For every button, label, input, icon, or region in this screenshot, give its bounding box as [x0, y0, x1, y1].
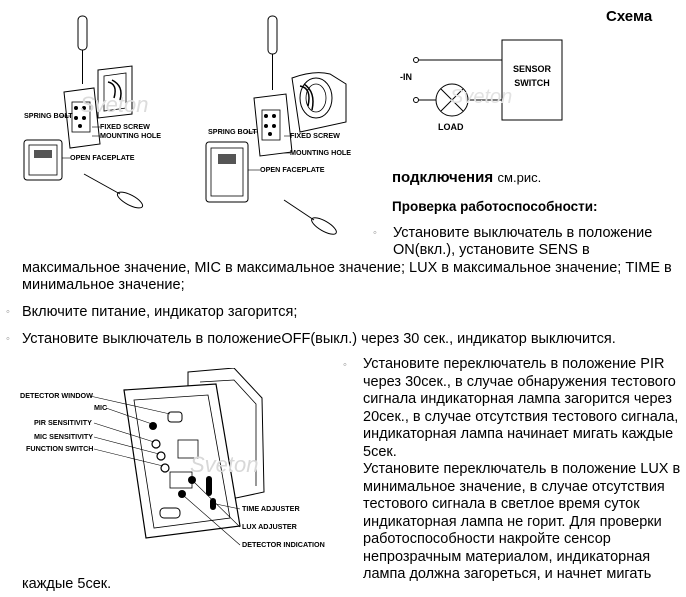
- check-item-1-line3: максимальное значение, MIC в максимально…: [22, 260, 672, 276]
- bullet: ◦: [6, 333, 10, 345]
- check-item-3: Установите выключатель в положениеOFF(вы…: [22, 331, 616, 347]
- mic-label: MIC: [94, 403, 107, 412]
- detector-indication-label: DETECTOR INDICATION: [242, 540, 325, 549]
- fixed-screw-label-left: FIXED SCREW: [100, 122, 150, 131]
- open-faceplate-label-left: OPEN FACEPLATE: [70, 153, 135, 162]
- check-item-4-line: 20сек., в случае отсутствия тестового си…: [363, 408, 679, 425]
- check-item-4-last: каждые 5сек.: [22, 576, 112, 592]
- pir-sensitivity-label: PIR SENSITIVITY: [34, 418, 92, 427]
- check-item-4-line: тестового сигнала в светлое время суток: [363, 496, 640, 512]
- sensor-module-icon-2: [253, 93, 293, 157]
- watermark: Sveton: [450, 86, 513, 108]
- check-item-4-line: лампа должна загореться, и начнет мигать: [363, 566, 652, 582]
- faceplate-icon-2: [205, 141, 249, 203]
- check-item-1-line2: ON(вкл.), установите SENS в: [393, 242, 590, 258]
- screwdriver-bottom-icon-2: [283, 199, 337, 235]
- bullet: ◦: [343, 359, 347, 371]
- sensor-label: SENSOR: [513, 64, 552, 74]
- spring-bolt-label-right: SPRING BOLT: [208, 127, 257, 136]
- subtitle-ref: см.рис.: [497, 170, 542, 185]
- subtitle-bold: подключения: [392, 169, 494, 186]
- check-item-2: Включите питание, индикатор загорится;: [22, 304, 298, 320]
- check-heading: Проверка работоспособности:: [392, 199, 598, 214]
- switch-label: SWITCH: [514, 78, 550, 88]
- section-subtitle: подключения см.рис.: [392, 169, 541, 187]
- bullet: ◦: [373, 227, 377, 239]
- faceplate-icon: [23, 139, 63, 181]
- check-item-4-line: сигнала индикаторная лампа загорится чер…: [363, 391, 672, 407]
- watermark: Sveton: [80, 92, 149, 117]
- check-item-4-line: работоспособности накройте сенсор: [363, 531, 611, 547]
- check-item-4-line: непрозрачным материалом, индикаторная: [363, 548, 651, 565]
- check-item-4-line: Установите переключатель в положение LUX…: [363, 461, 681, 477]
- check-item-1-line4: минимальное значение;: [22, 277, 185, 293]
- check-item-4-line: индикаторная лампа начинает мигать кажды…: [363, 426, 674, 442]
- install-diagram-left: SPRING BOLT FIXED SCREW MOUNTING HOLE OP…: [23, 15, 161, 209]
- screwdriver-top-icon-2: [267, 15, 278, 90]
- wall-box-icon: [97, 65, 133, 119]
- sensor-detail-diagram: DETECTOR WINDOW MIC PIR SENSITIVITY MIC …: [20, 368, 325, 549]
- sensor-switch-box: [501, 39, 563, 121]
- time-adjuster-label: TIME ADJUSTER: [242, 504, 300, 513]
- spring-bolt-label-left: SPRING BOLT: [24, 111, 73, 120]
- lamp-icon: [435, 83, 469, 117]
- mounting-hole-label-left: MOUNTING HOLE: [100, 131, 161, 140]
- function-switch-label: FUNCTION SWITCH: [26, 444, 93, 453]
- round-wall-box-icon: [291, 72, 347, 133]
- check-item-4: Установите переключатель в положение PIR…: [363, 356, 680, 584]
- check-item-4-line: Установите переключатель в положение PIR: [363, 356, 665, 372]
- wiring-schematic: SENSOR SWITCH -IN LOAD: [400, 39, 563, 132]
- fixed-screw-label-right: FIXED SCREW: [290, 131, 340, 140]
- open-faceplate-label-right: OPEN FACEPLATE: [260, 165, 325, 174]
- detector-window-label: DETECTOR WINDOW: [20, 391, 93, 400]
- in-label: -IN: [400, 72, 412, 82]
- screwdriver-top-icon: [77, 15, 88, 84]
- sensor-faceplate-icon: [123, 383, 241, 539]
- install-diagram-right: SPRING BOLT FIXED SCREW MOUNTING HOLE OP…: [205, 15, 351, 235]
- mic-sensitivity-label: MIC SENSITIVITY: [34, 432, 93, 441]
- screwdriver-bottom-icon: [83, 173, 144, 209]
- load-label: LOAD: [438, 122, 464, 132]
- watermark: Sveton: [190, 452, 259, 477]
- sensor-module-icon: [63, 87, 101, 149]
- check-item-4-line: индикаторная лампа не горит. Для проверк…: [363, 513, 662, 530]
- page-title: Схема: [606, 8, 653, 25]
- lux-adjuster-label: LUX ADJUSTER: [242, 522, 298, 531]
- check-item-4-line: 5сек.: [363, 443, 397, 460]
- check-item-4-line: через 30сек., в случае обнаружения тесто…: [363, 373, 676, 390]
- mounting-hole-label-right: MOUNTING HOLE: [290, 148, 351, 157]
- check-item-4-line: минимальное значение, в случае отсутстви…: [363, 478, 665, 495]
- bullet: ◦: [6, 306, 10, 318]
- check-item-1-line1: Установите выключатель в положение: [393, 225, 653, 241]
